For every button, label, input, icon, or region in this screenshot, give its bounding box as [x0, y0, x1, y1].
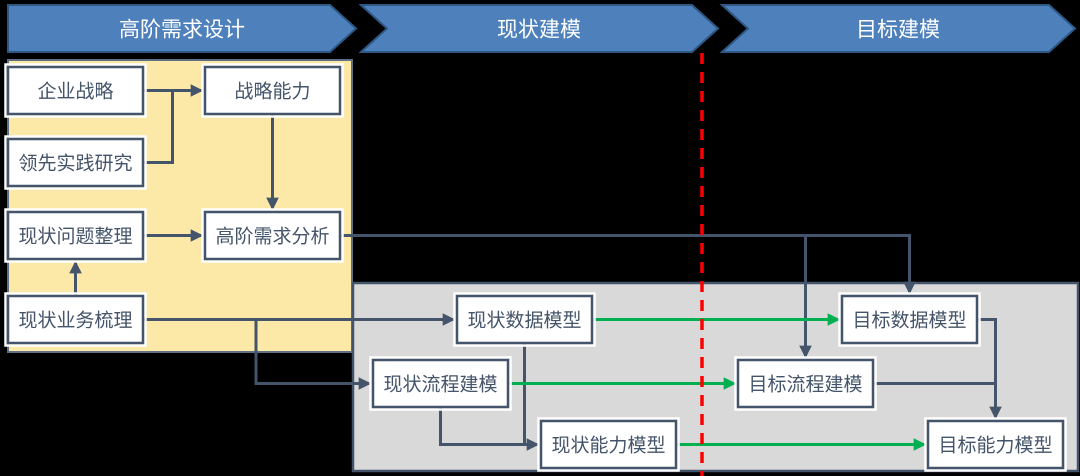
phase-banner-current-modeling-label: 现状建模 [497, 18, 581, 42]
phase-banner-design: 高阶需求设计 [7, 4, 358, 53]
box-shape [840, 294, 979, 345]
box-halo [924, 417, 1067, 472]
box-current-process-model: 现状流程建模 [369, 356, 512, 411]
box-halo [4, 208, 147, 263]
phase-banners: 高阶需求设计 现状建模 目标建模 [7, 4, 1077, 53]
box-halo [838, 292, 981, 347]
box-shape [203, 65, 342, 116]
box-shape [6, 294, 145, 345]
box-shape [539, 419, 678, 470]
box-shape [926, 419, 1065, 470]
box-current-problems: 现状问题整理 [4, 208, 147, 263]
box-halo [369, 356, 512, 411]
connector-hl-analysis-to-target-data-model [340, 234, 916, 295]
connector-target-data-model-to-target-capability-model [977, 318, 1002, 420]
connector-current-process-model-to-current-capability-model [439, 407, 540, 451]
chevron-arrow-shape [358, 4, 720, 53]
box-strategic-capability: 战略能力 [201, 63, 344, 118]
box-shape [455, 294, 594, 345]
box-current-capability-model: 现状能力模型 [537, 417, 680, 472]
boxes: 企业战略 领先实践研究 战略能力 现状问题整理 高阶需求分析 现状业务梳理 [4, 63, 1067, 472]
phase-banner-target-modeling-label: 目标建模 [856, 18, 940, 42]
phase-banner-design-label: 高阶需求设计 [119, 18, 245, 42]
box-shape [6, 137, 145, 188]
box-hl-requirements-analysis: 高阶需求分析 [201, 208, 344, 263]
connectors-slate [69, 84, 1002, 451]
box-halo [4, 292, 147, 347]
box-halo [201, 208, 344, 263]
chevron-arrow-shape [7, 4, 358, 53]
chevron-arrow-shape [719, 4, 1077, 53]
box-halo [4, 135, 147, 190]
box-halo [537, 417, 680, 472]
box-enterprise-strategy: 企业战略 [4, 63, 147, 118]
box-leading-practice: 领先实践研究 [4, 135, 147, 190]
box-label: 现状业务梳理 [18, 310, 132, 332]
box-label: 目标流程建模 [748, 374, 862, 396]
box-current-data-model: 现状数据模型 [453, 292, 596, 347]
connector-current-business-to-current-process-model [254, 319, 372, 390]
box-shape [736, 358, 875, 409]
box-current-business: 现状业务梳理 [4, 292, 147, 347]
phase-banner-current-modeling: 现状建模 [358, 4, 720, 53]
box-target-data-model: 目标数据模型 [838, 292, 981, 347]
box-shape [6, 65, 145, 116]
box-halo [453, 292, 596, 347]
box-label: 领先实践研究 [18, 153, 132, 175]
box-shape [371, 358, 510, 409]
box-target-process-model: 目标流程建模 [734, 356, 877, 411]
connector-leading-practice-join [143, 92, 174, 164]
box-label: 现状问题整理 [18, 226, 132, 248]
box-label: 企业战略 [37, 81, 113, 103]
box-halo [201, 63, 344, 118]
box-label: 目标数据模型 [852, 310, 966, 332]
box-target-capability-model: 目标能力模型 [924, 417, 1067, 472]
phase-banner-target-modeling: 目标建模 [719, 4, 1077, 53]
box-label: 现状能力模型 [551, 435, 665, 457]
box-label: 高阶需求分析 [215, 226, 329, 248]
connectors-green [508, 313, 927, 451]
box-label: 现状流程建模 [383, 374, 497, 396]
box-label: 战略能力 [234, 81, 310, 103]
box-label: 目标能力模型 [938, 435, 1052, 457]
box-halo [4, 63, 147, 118]
box-shape [6, 210, 145, 261]
box-halo [734, 356, 877, 411]
box-shape [203, 210, 342, 261]
box-label: 现状数据模型 [467, 310, 581, 332]
